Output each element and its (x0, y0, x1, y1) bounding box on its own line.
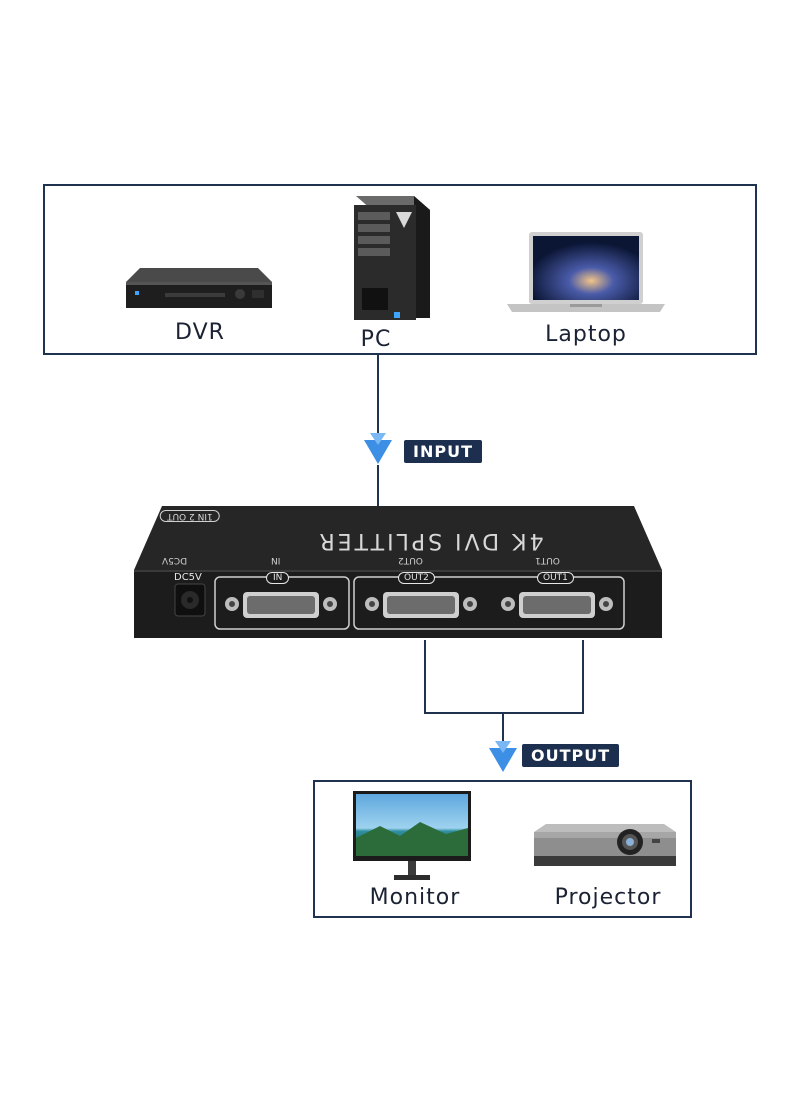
device-label-pc: PC (360, 327, 392, 352)
port-label-in: IN (266, 572, 290, 584)
input-tag: INPUT (404, 440, 482, 463)
device-label-monitor: Monitor (369, 885, 461, 910)
port-label-out1: OUT1 (537, 572, 574, 584)
device-label-projector: Projector (554, 885, 662, 910)
output-tag: OUTPUT (522, 744, 620, 767)
device-label-laptop: Laptop (545, 322, 627, 347)
port-label-power: DC5V (174, 572, 202, 583)
port-label-out2: OUT2 (398, 572, 435, 584)
device-label-dvr: DVR (175, 320, 225, 345)
